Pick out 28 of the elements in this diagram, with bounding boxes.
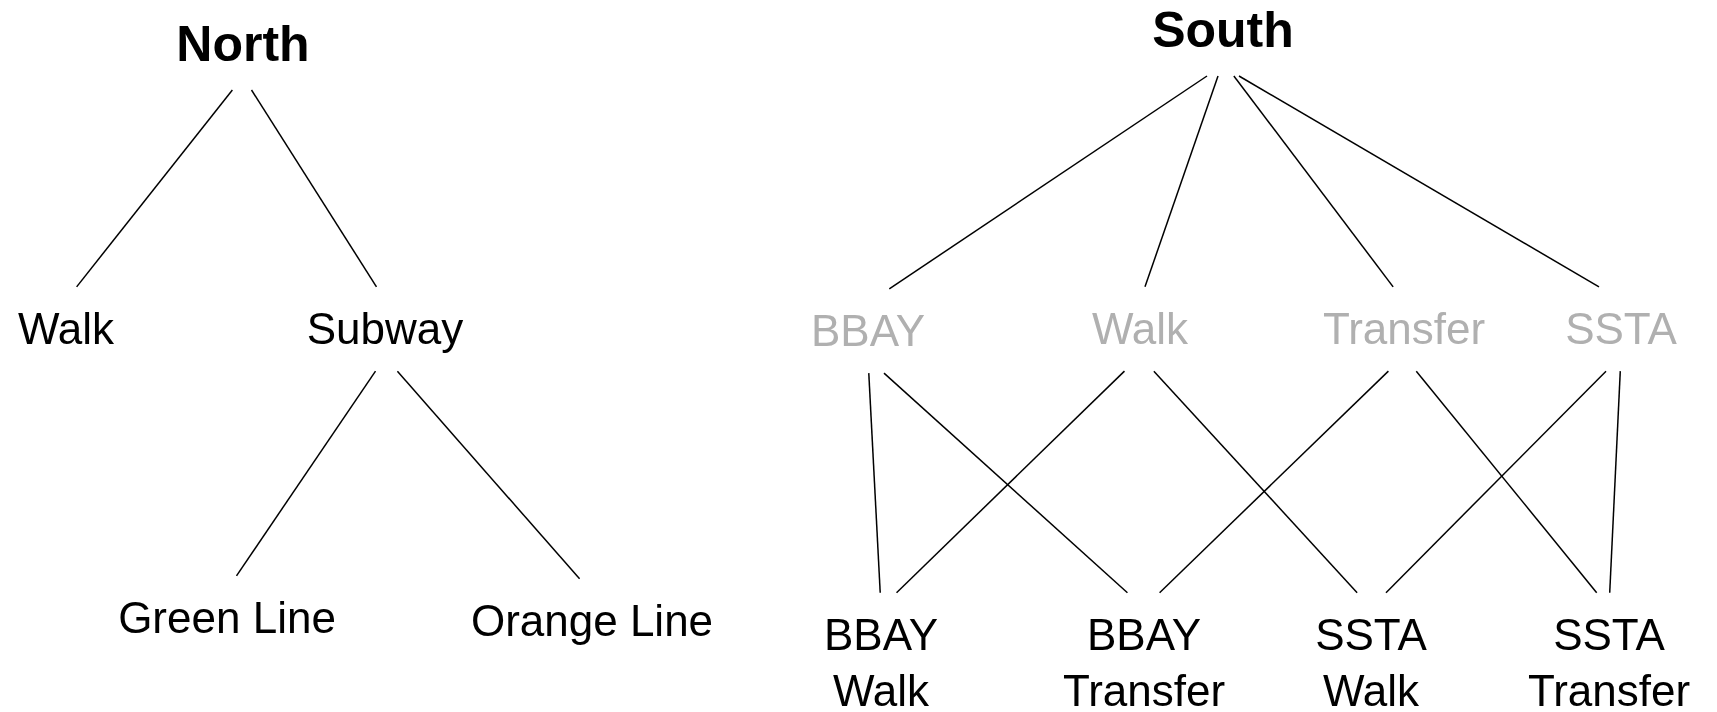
node-label: Orange Line — [464, 578, 720, 664]
connector-line — [1144, 75, 1219, 288]
node-label: Transfer — [1316, 286, 1492, 372]
node-label: BBAY Walk — [800, 592, 962, 712]
connector-line — [1158, 370, 1390, 594]
node-label: SSTA Transfer — [1503, 592, 1715, 712]
node-label: Subway — [300, 286, 470, 372]
connector-line — [1233, 75, 1394, 288]
heading-label: North — [170, 0, 316, 90]
heading-label: South — [1146, 0, 1300, 76]
connector-line — [396, 370, 581, 580]
node-label: BBAY — [804, 288, 932, 374]
connector-line — [888, 75, 1208, 290]
connector-line — [250, 89, 378, 288]
node-label: SSTA — [1559, 286, 1683, 372]
node-label: SSTA Walk — [1290, 592, 1452, 712]
connector-line — [1608, 370, 1622, 594]
connector-line — [1385, 370, 1607, 594]
connector-line — [1415, 370, 1598, 594]
node-label: Walk — [1085, 286, 1195, 372]
node-label: Walk — [11, 286, 121, 372]
connector-line — [1153, 370, 1358, 594]
connector-line — [868, 372, 881, 594]
node-label: Green Line — [112, 575, 342, 661]
connector-line — [75, 89, 234, 288]
connector-line — [1238, 75, 1600, 288]
connector-line — [235, 370, 377, 577]
node-label: BBAY Transfer — [1038, 592, 1250, 712]
